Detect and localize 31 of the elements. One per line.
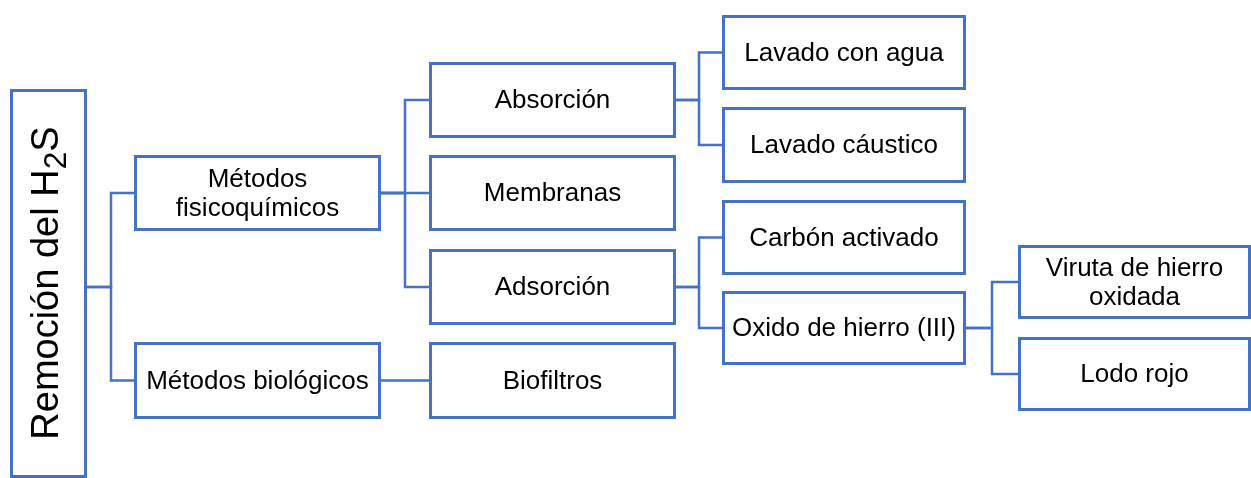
connector-line — [381, 379, 429, 382]
connector-line — [676, 285, 722, 330]
title-box — [10, 89, 87, 478]
node-label: Membranas — [483, 178, 622, 208]
technique-box — [722, 15, 966, 90]
connector-line — [676, 98, 722, 147]
connector-line — [381, 191, 429, 289]
material-box — [1018, 245, 1251, 319]
node-label: Viruta de hierro oxidada — [1044, 252, 1225, 312]
method-box — [429, 249, 676, 325]
technique-box — [722, 200, 966, 275]
node-label: Lavado con agua — [744, 37, 944, 68]
node-label: Carbón activado — [749, 222, 939, 253]
method-box — [429, 155, 676, 231]
method-box — [429, 62, 676, 138]
material-box — [1018, 337, 1251, 411]
node-label: Adsorción — [494, 272, 611, 302]
technique-box — [722, 107, 966, 183]
category-box — [134, 155, 381, 231]
connector-line — [966, 326, 1018, 376]
node-label: Métodos biológicos — [146, 365, 369, 396]
node-label: Métodos fisicoquímicos — [174, 163, 341, 223]
node-label: Absorción — [494, 85, 611, 115]
node-label: Lavado cáustico — [750, 130, 938, 160]
node-label: Lodo rojo — [1080, 359, 1189, 389]
connector-line — [87, 285, 134, 382]
method-box — [429, 342, 676, 419]
node-label: Biofiltros — [502, 365, 603, 396]
category-box — [134, 342, 381, 419]
node-label: Oxido de hierro (III) — [732, 313, 956, 343]
technique-box — [722, 291, 966, 365]
